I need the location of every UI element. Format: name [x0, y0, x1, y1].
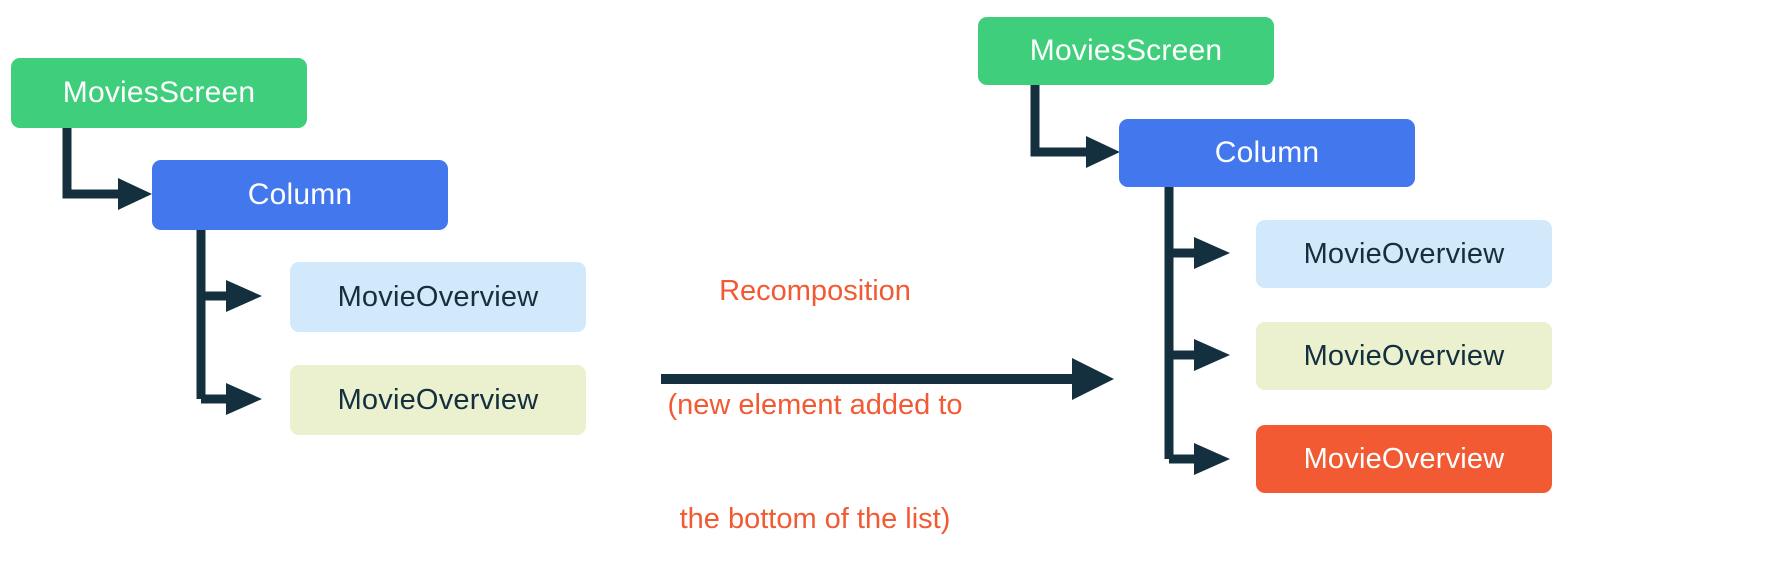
after-node-movieoverview-3[interactable]: MovieOverview	[1256, 425, 1552, 493]
transition-caption-line-2: (new element added to	[667, 389, 963, 421]
after-node-moviesscreen-label: MoviesScreen	[1029, 34, 1223, 67]
before-node-movieoverview-1-label: MovieOverview	[337, 280, 539, 313]
before-node-column[interactable]: Column	[152, 160, 448, 230]
after-node-movieoverview-2[interactable]: MovieOverview	[1256, 322, 1552, 390]
after-node-column-label: Column	[1214, 136, 1320, 169]
before-node-column-label: Column	[247, 178, 353, 211]
after-node-column[interactable]: Column	[1119, 119, 1415, 187]
before-node-movieoverview-2[interactable]: MovieOverview	[290, 365, 586, 435]
transition-caption: Recomposition (new element added to the …	[655, 196, 975, 584]
before-node-moviesscreen[interactable]: MoviesScreen	[11, 58, 307, 128]
transition-caption-line-1: Recomposition	[719, 275, 911, 307]
after-node-movieoverview-2-label: MovieOverview	[1303, 339, 1505, 372]
before-node-movieoverview-2-label: MovieOverview	[337, 383, 539, 416]
before-node-movieoverview-1[interactable]: MovieOverview	[290, 262, 586, 332]
transition-caption-line-3: the bottom of the list)	[679, 503, 951, 535]
after-node-movieoverview-3-label: MovieOverview	[1303, 442, 1505, 475]
before-node-moviesscreen-label: MoviesScreen	[62, 76, 256, 109]
after-node-movieoverview-1[interactable]: MovieOverview	[1256, 220, 1552, 288]
after-node-movieoverview-1-label: MovieOverview	[1303, 237, 1505, 270]
after-node-moviesscreen[interactable]: MoviesScreen	[978, 17, 1274, 85]
